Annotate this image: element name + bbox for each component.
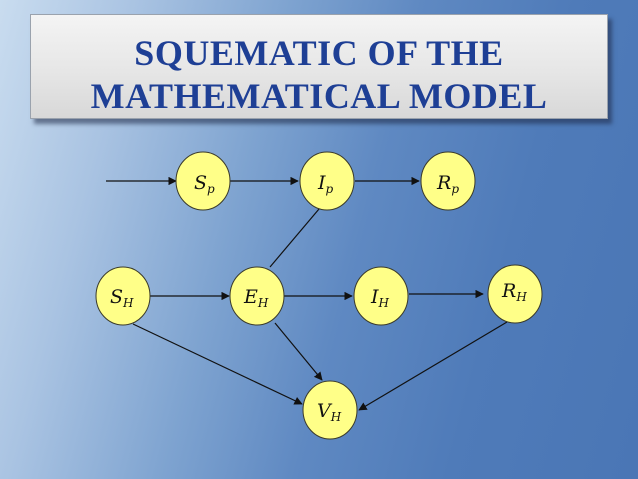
node-rh-main: R bbox=[501, 280, 516, 302]
svg-text:Rp: Rp bbox=[436, 172, 459, 196]
node-ih-sub: H bbox=[378, 296, 390, 310]
node-rp-main: R bbox=[436, 172, 451, 194]
node-rp-sub: p bbox=[451, 182, 459, 196]
node-sp: Sp bbox=[175, 151, 231, 211]
node-vh-sub: H bbox=[330, 410, 342, 424]
svg-text:IH: IH bbox=[370, 286, 390, 310]
node-ip-sub: p bbox=[326, 182, 334, 196]
node-rh-sub: H bbox=[515, 290, 527, 304]
node-vh: VH bbox=[302, 380, 358, 440]
title-line-1: SQUEMATIC OF THE bbox=[134, 33, 504, 73]
edge-eh-to-vh bbox=[274, 322, 323, 381]
node-rh: RH bbox=[487, 264, 543, 324]
edge-rh-to-vh bbox=[358, 321, 508, 411]
node-ip: Ip bbox=[299, 151, 355, 211]
svg-text:Sp: Sp bbox=[194, 172, 215, 196]
node-ih: IH bbox=[353, 266, 409, 326]
node-sh-sub: H bbox=[122, 296, 134, 310]
edge-ip-to-eh bbox=[269, 208, 320, 268]
node-ip-main: I bbox=[317, 172, 326, 194]
node-vh-main: V bbox=[317, 400, 333, 422]
node-rp: Rp bbox=[420, 151, 476, 211]
nodes-layer: Sp Ip Rp SH EH IH bbox=[95, 151, 543, 440]
svg-text:EH: EH bbox=[243, 286, 269, 310]
svg-text:VH: VH bbox=[317, 400, 342, 424]
svg-text:RH: RH bbox=[501, 280, 527, 304]
node-sh: SH bbox=[95, 266, 151, 326]
edge-sh-to-vh bbox=[132, 323, 303, 405]
node-sp-sub: p bbox=[207, 182, 215, 196]
node-ih-main: I bbox=[370, 286, 379, 308]
node-sp-main: S bbox=[194, 172, 207, 194]
node-sh-main: S bbox=[110, 286, 123, 308]
title-box: SQUEMATIC OF THE MATHEMATICAL MODEL bbox=[30, 14, 608, 119]
node-eh-sub: H bbox=[257, 296, 269, 310]
svg-text:SH: SH bbox=[110, 286, 134, 310]
edges-layer bbox=[106, 176, 508, 411]
node-eh: EH bbox=[229, 266, 285, 326]
node-eh-main: E bbox=[243, 286, 258, 308]
svg-text:Ip: Ip bbox=[317, 172, 334, 196]
title-line-2: MATHEMATICAL MODEL bbox=[90, 76, 548, 116]
